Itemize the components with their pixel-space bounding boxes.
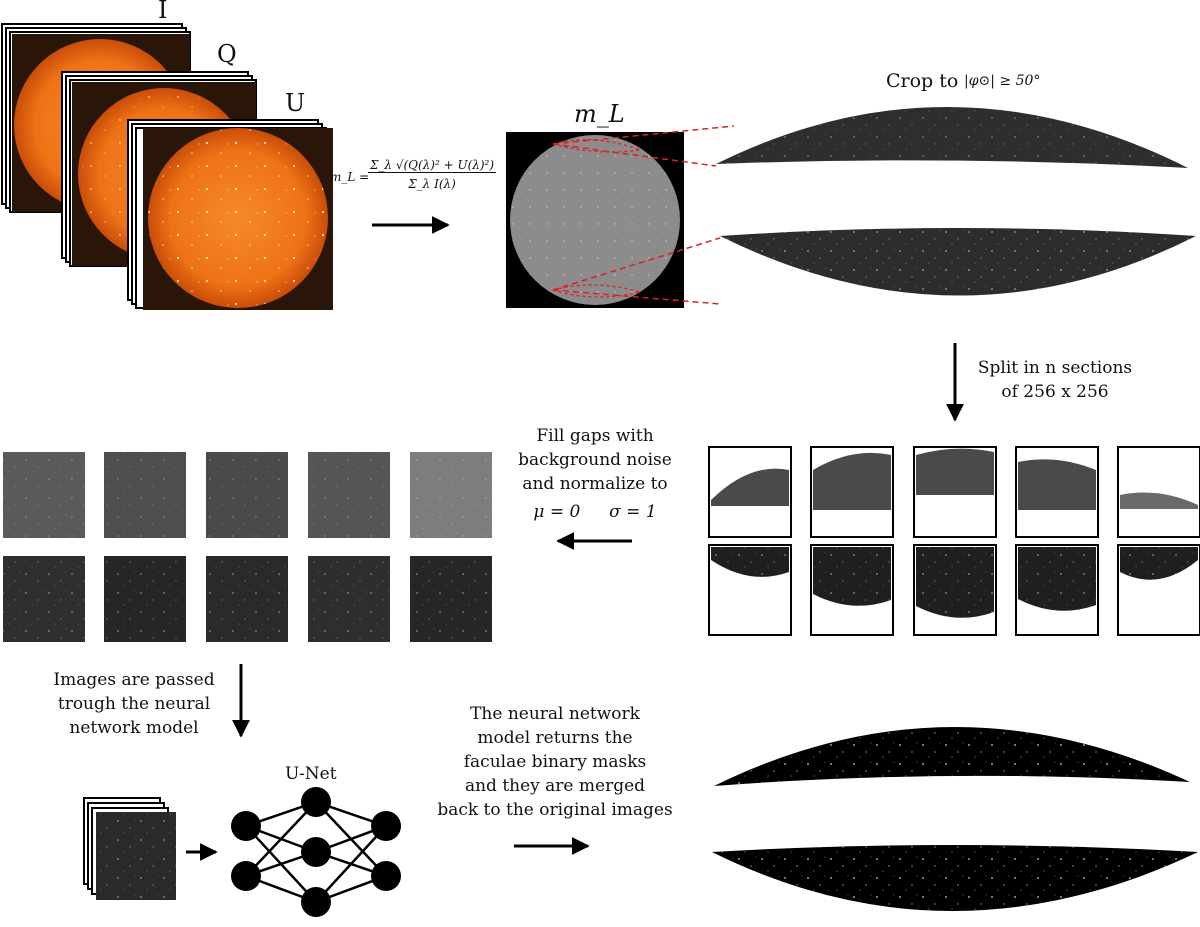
split-tile-bottom [708, 544, 792, 636]
split-tile-top [810, 446, 894, 538]
split-sections-grid [708, 446, 1200, 636]
returns-caption-line1: The neural network [470, 704, 640, 724]
ml-image [506, 132, 684, 308]
unet-label: U-Net [285, 764, 337, 784]
fill-caption-line3: and normalize to [522, 474, 668, 494]
split-tile-bottom [913, 544, 997, 636]
returns-caption-line5: back to the original images [437, 800, 673, 820]
fill-caption-sigma: σ = 1 [609, 502, 657, 522]
ml-label: m_L [574, 100, 625, 128]
stokes-u-label: U [285, 89, 306, 117]
split-tile-top [1015, 446, 1099, 538]
split-tile-bottom [1015, 544, 1099, 636]
unet-node [301, 787, 331, 817]
passed-caption-line1: Images are passed [53, 670, 215, 690]
split-caption-line2: of 256 x 256 [1001, 382, 1109, 402]
crop-connectors [552, 125, 735, 305]
crop-label: Crop to [886, 70, 959, 92]
stokes-u-stack [127, 119, 333, 310]
stokes-q-label: Q [217, 40, 237, 68]
passed-caption-line3: network model [69, 718, 199, 738]
unet-node [231, 811, 261, 841]
returns-caption-line2: model returns the [477, 728, 633, 748]
split-tile-top [913, 446, 997, 538]
split-tile-bottom [810, 544, 894, 636]
returns-caption-line4: and they are merged [464, 776, 646, 796]
passed-caption: Images are passed trough the neural netw… [24, 668, 244, 740]
unet-node [371, 811, 401, 841]
split-caption: Split in n sections of 256 x 256 [950, 356, 1160, 404]
split-caption-line1: Split in n sections [977, 358, 1133, 378]
unet-network [231, 787, 401, 917]
fill-caption-line2: background noise [518, 450, 672, 470]
passed-caption-line2: trough the neural [57, 694, 211, 714]
fill-caption: Fill gaps with background noise and norm… [490, 424, 700, 524]
fill-caption-line1: Fill gaps with [536, 426, 654, 446]
unet-input-stack [83, 797, 176, 900]
unet-node [301, 887, 331, 917]
fill-caption-mu: μ = 0 [533, 502, 581, 522]
split-tile-top [708, 446, 792, 538]
ml-formula-denominator: Σ_λ I(λ) [408, 177, 456, 191]
split-tile-bottom [1117, 544, 1200, 636]
stokes-i-label: I [158, 0, 168, 24]
fill-caption-params: μ = 0 σ = 1 [490, 500, 700, 524]
split-tile-top [1117, 446, 1200, 538]
unet-node [371, 861, 401, 891]
normalized-tiles-grid [3, 452, 492, 642]
ml-formula-lhs: m_L = [330, 170, 370, 184]
unet-node [301, 837, 331, 867]
returns-caption: The neural network model returns the fac… [415, 702, 695, 822]
unet-node [231, 861, 261, 891]
crop-condition: |φ⊙| ≥ 50° [964, 73, 1041, 89]
returns-caption-line3: faculae binary masks [463, 752, 647, 772]
ml-formula-numerator: Σ_λ √(Q(λ)² + U(λ)²) [368, 158, 496, 173]
